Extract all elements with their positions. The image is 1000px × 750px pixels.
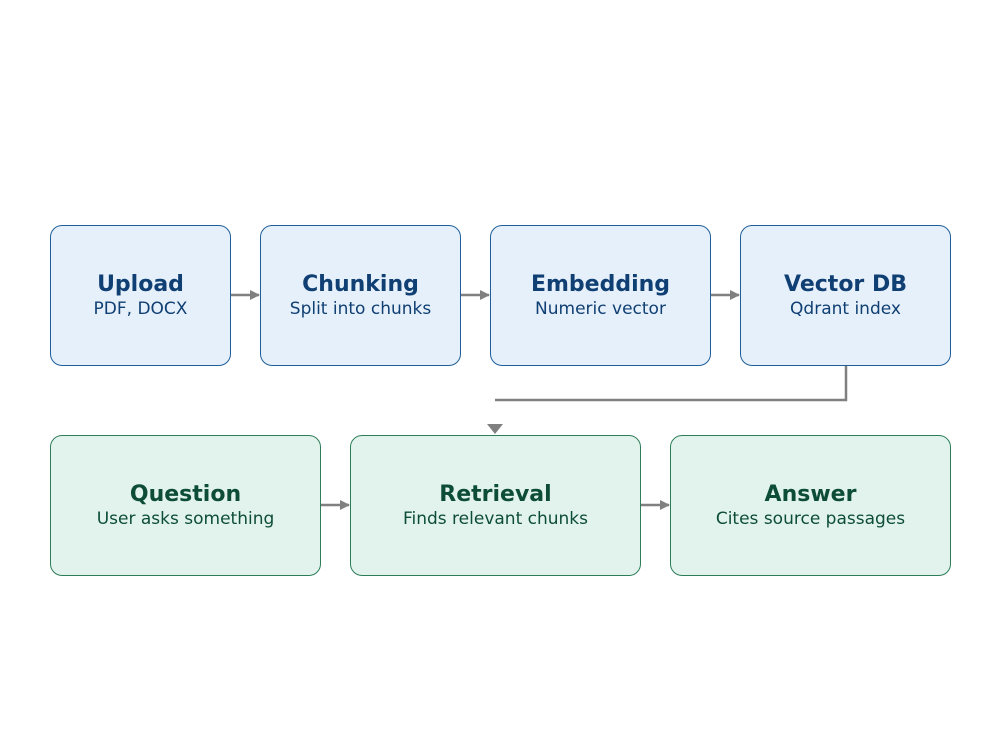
node-question: Question User asks something: [50, 435, 321, 576]
node-retrieval-subtitle: Finds relevant chunks: [402, 508, 589, 529]
node-chunking-subtitle: Split into chunks: [289, 298, 432, 319]
node-chunking-title: Chunking: [302, 271, 419, 297]
node-answer: Answer Cites source passages: [670, 435, 951, 576]
node-question-subtitle: User asks something: [96, 508, 275, 529]
edge-vectordb-retrieval-arrowhead: [487, 424, 503, 434]
node-answer-subtitle: Cites source passages: [715, 508, 906, 529]
node-embedding-title: Embedding: [530, 271, 671, 297]
edge-vectordb-retrieval: [495, 366, 848, 402]
node-upload: Upload PDF, DOCX: [50, 225, 231, 366]
node-retrieval: Retrieval Finds relevant chunks: [350, 435, 641, 576]
node-answer-title: Answer: [764, 481, 857, 507]
node-upload-subtitle: PDF, DOCX: [93, 298, 188, 319]
node-vectordb-title: Vector DB: [784, 271, 907, 297]
node-embedding-subtitle: Numeric vector: [535, 298, 666, 319]
node-vectordb-subtitle: Qdrant index: [790, 298, 901, 319]
node-upload-title: Upload: [97, 271, 184, 297]
node-retrieval-title: Retrieval: [439, 481, 552, 507]
node-chunking: Chunking Split into chunks: [260, 225, 461, 366]
node-embedding: Embedding Numeric vector: [490, 225, 711, 366]
node-vectordb: Vector DB Qdrant index: [740, 225, 951, 366]
node-question-title: Question: [129, 481, 242, 507]
